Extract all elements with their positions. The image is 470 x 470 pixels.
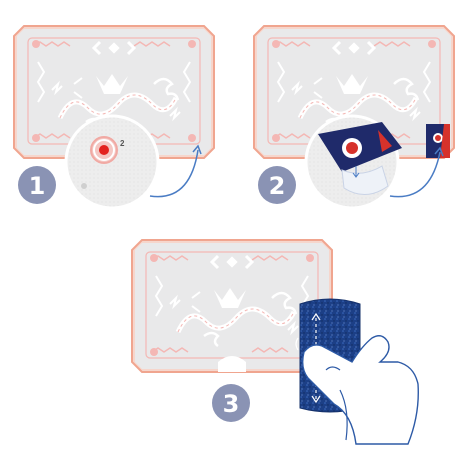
board-3 bbox=[131, 239, 333, 373]
magnifier-1: 2 bbox=[64, 114, 160, 210]
arrow-head-2 bbox=[434, 146, 444, 157]
board-2 bbox=[253, 25, 455, 159]
step-number-1: 1 bbox=[29, 172, 46, 200]
board-1 bbox=[13, 25, 215, 159]
step-number-3: 3 bbox=[223, 390, 240, 418]
step-number-2: 2 bbox=[269, 172, 286, 200]
step-badge-3: 3 bbox=[212, 384, 250, 422]
step-badge-2: 2 bbox=[258, 166, 296, 204]
hand-illustration bbox=[295, 335, 419, 445]
arrow-1 bbox=[149, 149, 199, 198]
step-3-panel: 3 bbox=[131, 239, 419, 445]
callout-small-label: 2 bbox=[120, 139, 125, 148]
arrow-head-1 bbox=[192, 144, 202, 155]
magnifier-2 bbox=[304, 114, 402, 210]
arrow-2 bbox=[389, 151, 441, 198]
step-badge-1: 1 bbox=[18, 166, 56, 204]
step-1-panel: 2 1 bbox=[13, 25, 215, 210]
step-2-panel: 2 bbox=[253, 25, 455, 210]
